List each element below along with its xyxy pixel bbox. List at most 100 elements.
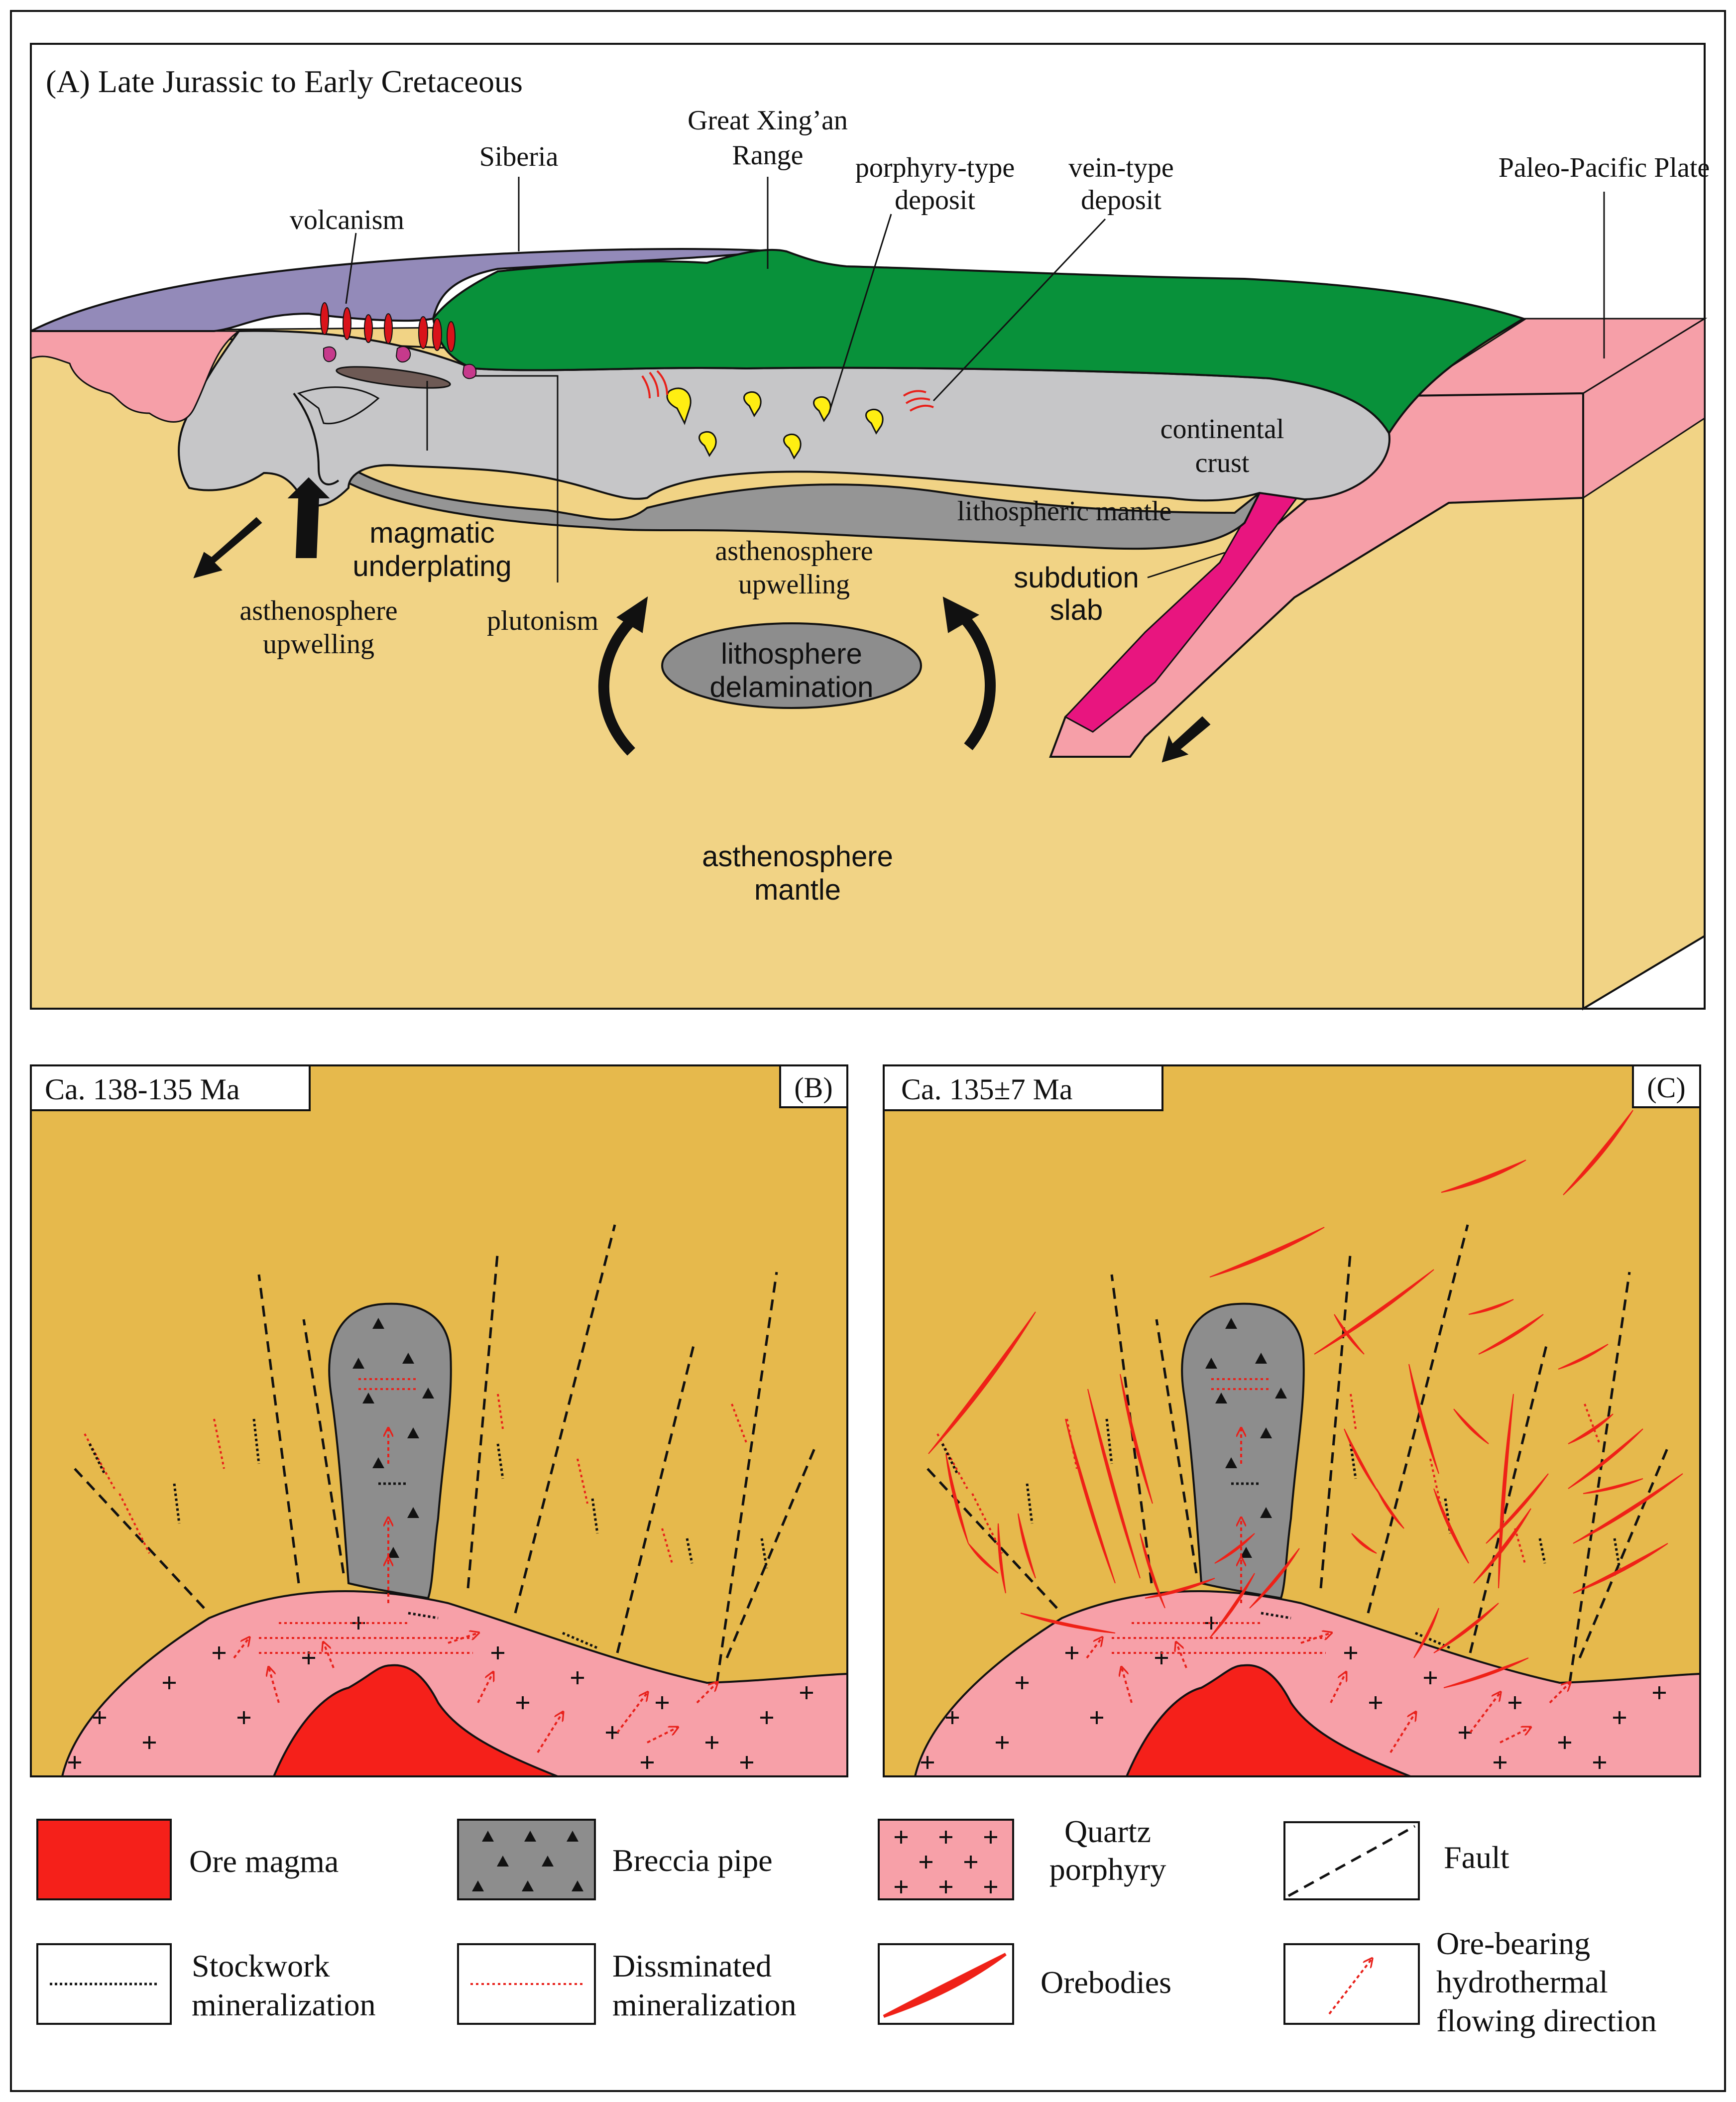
legend-stockwork-label-2: mineralization xyxy=(192,1987,376,2022)
faults-c xyxy=(926,1224,1671,1683)
label-porphyry-2: deposit xyxy=(895,185,975,216)
orebody xyxy=(1433,1603,1499,1653)
panel-b-age: Ca. 138-135 Ma xyxy=(45,1073,240,1106)
stockwork-line xyxy=(1026,1483,1034,1524)
flow-arrow xyxy=(537,1713,563,1753)
flow-arrow xyxy=(1389,1713,1415,1753)
leader-lines xyxy=(345,177,1605,583)
fault-line xyxy=(1110,1274,1153,1584)
legend-stockwork-swatch xyxy=(36,1943,172,2025)
label-vein-1: vein-type xyxy=(1068,152,1173,183)
flow-arrow xyxy=(616,1693,647,1734)
magmatic-underplating-body xyxy=(336,366,451,389)
quartz-porphyry-c xyxy=(914,1590,1701,1777)
legend-fault-line xyxy=(1287,1825,1416,1897)
volcanism-dikes xyxy=(320,302,456,352)
orebody xyxy=(1563,1110,1633,1195)
fault-line xyxy=(1367,1224,1469,1614)
fault-line xyxy=(926,1468,1058,1609)
label-siberia: Siberia xyxy=(479,141,559,172)
orebody xyxy=(1065,1418,1116,1584)
disseminated-line xyxy=(731,1403,748,1444)
fault-line xyxy=(1155,1319,1198,1574)
panel-b-tag: (B) xyxy=(794,1071,832,1104)
vein-symbols xyxy=(641,370,934,412)
fault-line xyxy=(257,1274,300,1584)
ore-magma-b xyxy=(272,1664,558,1777)
legend-porphyry-label-1: Quartz xyxy=(1064,1814,1151,1849)
orebody xyxy=(1408,1364,1439,1474)
panel-c: Ca. 135±7 Ma (C) xyxy=(883,1064,1701,1777)
panel-b: Ca. 138-135 Ma (B) xyxy=(30,1064,848,1777)
label-volcanism: volcanism xyxy=(290,205,404,235)
disseminated-line xyxy=(971,1493,1003,1554)
left-pink-crust xyxy=(30,330,241,423)
disseminated-lines-b xyxy=(84,1378,748,1654)
breccia-pipe-c xyxy=(1181,1302,1305,1600)
crust-inner-edge xyxy=(293,392,340,485)
legend-orebody-label: Orebodies xyxy=(1041,1965,1171,2000)
orebody xyxy=(1441,1160,1526,1193)
disseminated-lines-c xyxy=(936,1378,1601,1654)
legend-porphyry-label-2: porphyry xyxy=(1049,1852,1166,1887)
flow-arrow xyxy=(324,1643,335,1668)
orebody xyxy=(1573,1473,1683,1544)
siberia xyxy=(30,248,775,332)
flow-arrow xyxy=(477,1673,493,1703)
orebody xyxy=(1140,1533,1165,1609)
panel-c-tag: (C) xyxy=(1647,1071,1685,1104)
orebody xyxy=(1334,1314,1365,1355)
fault-line xyxy=(1578,1443,1671,1658)
panel-c-age-box xyxy=(883,1064,1163,1111)
orebody xyxy=(928,1311,1036,1454)
fault-line xyxy=(74,1468,205,1609)
orebody xyxy=(1468,1299,1514,1315)
flow-arrow xyxy=(1176,1643,1187,1668)
orebody xyxy=(1209,1227,1325,1278)
fault-line xyxy=(514,1224,616,1614)
stockwork-line xyxy=(1261,1612,1291,1620)
disseminated-line xyxy=(1584,1403,1601,1444)
stockwork-line xyxy=(408,1612,439,1620)
stockwork-line xyxy=(173,1483,181,1524)
orebody xyxy=(1433,1488,1469,1564)
panel-a: (A) Late Jurassic to Early Cretaceous Si… xyxy=(30,43,1710,1011)
flow-arrow xyxy=(1086,1638,1102,1659)
label-great-xingan-2: Range xyxy=(732,140,803,171)
orebody xyxy=(1249,1548,1300,1609)
label-asth-upwelling-center-1: asthenosphere xyxy=(715,536,873,567)
label-subduction-2: slab xyxy=(1050,594,1103,626)
legend-orebody-shape xyxy=(883,1953,1007,2018)
orebody xyxy=(1473,1508,1531,1584)
label-plutonism: plutonism xyxy=(487,605,598,636)
legend-fault-label: Fault xyxy=(1444,1840,1509,1875)
stockwork-line xyxy=(686,1538,694,1564)
label-delamination-2: delamination xyxy=(710,671,874,703)
flow-arrows-b xyxy=(233,1429,717,1753)
porphyry-deposits xyxy=(666,387,884,460)
orebody xyxy=(1478,1314,1544,1355)
orebody xyxy=(1498,1394,1514,1589)
legend-breccia-label: Breccia pipe xyxy=(612,1843,773,1878)
disseminated-line xyxy=(1429,1458,1441,1504)
orebody xyxy=(1087,1389,1141,1579)
disseminated-line xyxy=(118,1493,150,1554)
panel-c-age: Ca. 135±7 Ma xyxy=(901,1073,1073,1106)
label-porphyry-1: porphyry-type xyxy=(855,152,1015,183)
label-great-xingan-1: Great Xing’an xyxy=(688,105,848,136)
label-asth-upwelling-left-2: upwelling xyxy=(263,629,374,660)
legend-stockwork-label-1: Stockwork xyxy=(192,1948,330,1984)
label-paleo-pacific: Paleo-Pacific Plate xyxy=(1499,152,1710,183)
stockwork-line xyxy=(591,1498,599,1534)
legend-flow-arrow xyxy=(1328,1959,1372,2015)
disseminated-line xyxy=(577,1458,588,1504)
stockwork-line xyxy=(88,1443,106,1475)
legend-flow-label-2: hydrothermal xyxy=(1436,1964,1608,1999)
fault-line xyxy=(466,1249,499,1589)
stockwork-line xyxy=(1349,1443,1357,1479)
orebody xyxy=(1020,1613,1116,1634)
stockwork-line xyxy=(496,1443,504,1479)
label-vein-2: deposit xyxy=(1081,185,1161,216)
orebodies-c xyxy=(928,1110,1683,1688)
quartz-porphyry-b xyxy=(61,1590,848,1777)
